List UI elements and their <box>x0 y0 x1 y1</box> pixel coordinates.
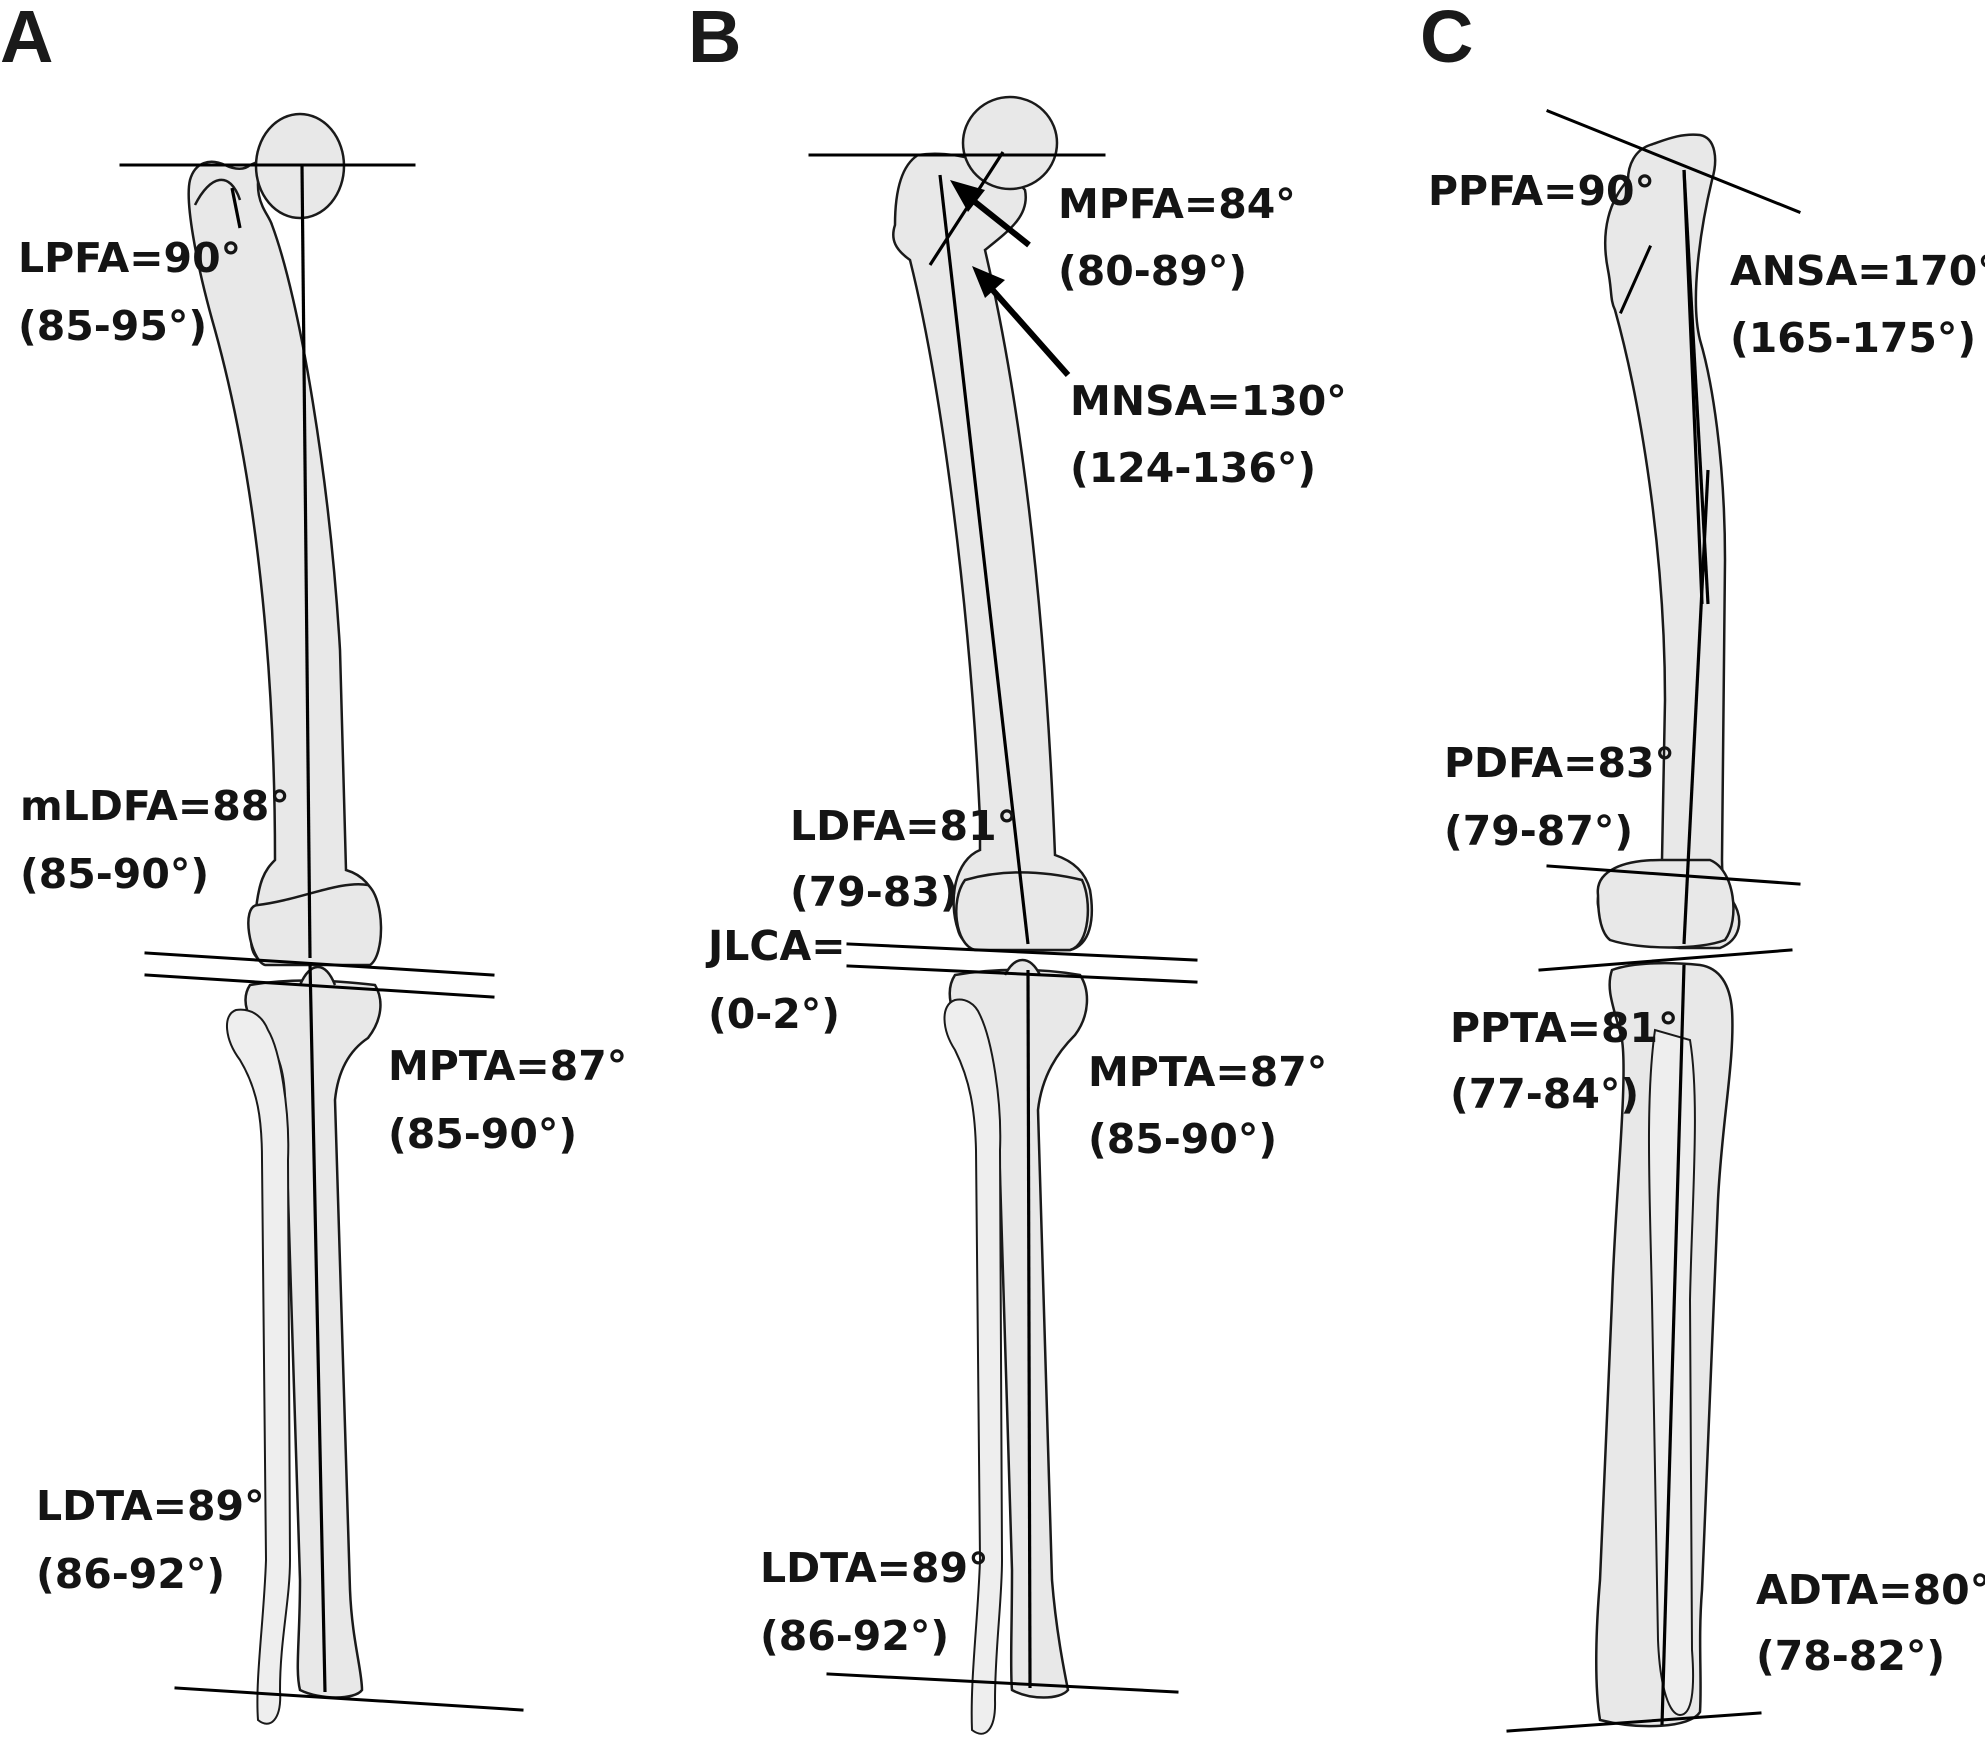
label-adta-range: (78-82°) <box>1756 1632 1945 1680</box>
arrowhead-mpfa <box>950 180 985 212</box>
fibula-a <box>225 1008 292 1725</box>
mechanical-axis-tibia-a <box>308 961 327 1693</box>
ankle-reference-line-a <box>174 1686 524 1712</box>
label-ldta-b-range: (86-92°) <box>760 1612 949 1660</box>
label-mnsa-range: (124-136°) <box>1070 444 1316 492</box>
label-pdfa-range: (79-87°) <box>1444 807 1633 855</box>
fibula-b <box>943 998 1004 1735</box>
label-lpfa-range: (85-95°) <box>18 302 207 350</box>
label-mpfa: MPFA=84° <box>1058 180 1296 228</box>
panel-c: C PPFA=90° ANSA=170° (165-175°) PDFA=83°… <box>1420 0 1985 1733</box>
panel-c-letter: C <box>1420 0 1473 78</box>
femoral-head-b <box>961 95 1059 191</box>
label-mpfa-range: (80-89°) <box>1058 247 1247 295</box>
label-mpta-a-range: (85-90°) <box>388 1110 577 1158</box>
arrowhead-mnsa <box>972 266 1005 298</box>
knee-femoral-line-b <box>846 942 1198 962</box>
tibial-spine-b <box>1003 958 1042 976</box>
arrow-mpfa <box>968 195 1031 248</box>
label-mldfa: mLDFA=88° <box>20 782 290 830</box>
neck-line-a <box>230 187 242 229</box>
label-ppta: PPTA=81° <box>1450 1004 1679 1052</box>
label-ldta-a-range: (86-92°) <box>36 1550 225 1598</box>
tibial-axis-c <box>1660 964 1686 1726</box>
knee-femoral-line-a <box>144 951 495 977</box>
label-ppta-range: (77-84°) <box>1450 1070 1639 1118</box>
label-ldfa: LDFA=81° <box>790 802 1017 850</box>
femoral-axis-c-upper2 <box>1682 169 1704 605</box>
label-ansa-range: (165-175°) <box>1730 314 1976 362</box>
label-ldta-a: LDTA=89° <box>36 1482 265 1530</box>
label-mpta-b: MPTA=87° <box>1088 1048 1327 1096</box>
label-mldfa-range: (85-90°) <box>20 850 209 898</box>
femoral-condyles-a <box>247 882 383 967</box>
label-ansa: ANSA=170° <box>1730 247 1985 295</box>
anatomic-axis-femur-b <box>938 174 1030 945</box>
knee-tibial-line-a <box>144 973 495 999</box>
distal-femur-line-c <box>1546 864 1801 886</box>
trochanter-a <box>193 178 242 206</box>
panel-a: A LPFA=90° (85-95°) mLDFA=88° (85-90°) M… <box>0 0 627 1725</box>
label-ldta-b: LDTA=89° <box>760 1544 989 1592</box>
arrow-mnsa <box>987 285 1071 377</box>
label-adta: ADTA=80° <box>1756 1566 1985 1614</box>
label-mnsa: MNSA=130° <box>1070 377 1347 425</box>
label-jlca: JLCA= <box>705 922 846 970</box>
femoral-axis-c-lower <box>1682 469 1710 945</box>
label-ppfa: PPFA=90° <box>1428 167 1655 215</box>
distal-tibia-line-c <box>1506 1711 1762 1733</box>
panel-b: B MPFA=84° (80-89°) MNSA=130° (124-136°)… <box>688 0 1347 1735</box>
panel-b-letter: B <box>688 0 741 78</box>
knee-tibial-line-b <box>846 964 1198 984</box>
label-ldfa-range: (79-83) <box>790 868 959 916</box>
label-mpta-b-range: (85-90°) <box>1088 1115 1277 1163</box>
label-lpfa: LPFA=90° <box>18 234 241 282</box>
anatomic-axis-tibia-b <box>1026 969 1032 1689</box>
mechanical-axis-femur-a <box>300 164 312 959</box>
femoral-condyle-c <box>1596 858 1735 949</box>
neck-line-c <box>1619 245 1652 314</box>
label-jlca-range: (0-2°) <box>708 990 840 1038</box>
proximal-tibia-line-c <box>1538 948 1793 972</box>
panel-a-letter: A <box>0 0 53 78</box>
label-pdfa: PDFA=83° <box>1444 739 1675 787</box>
tibial-spine-a <box>298 965 337 986</box>
proximal-femur-line-c <box>1546 109 1801 214</box>
ankle-reference-line-b <box>826 1672 1179 1694</box>
label-mpta-a: MPTA=87° <box>388 1042 627 1090</box>
